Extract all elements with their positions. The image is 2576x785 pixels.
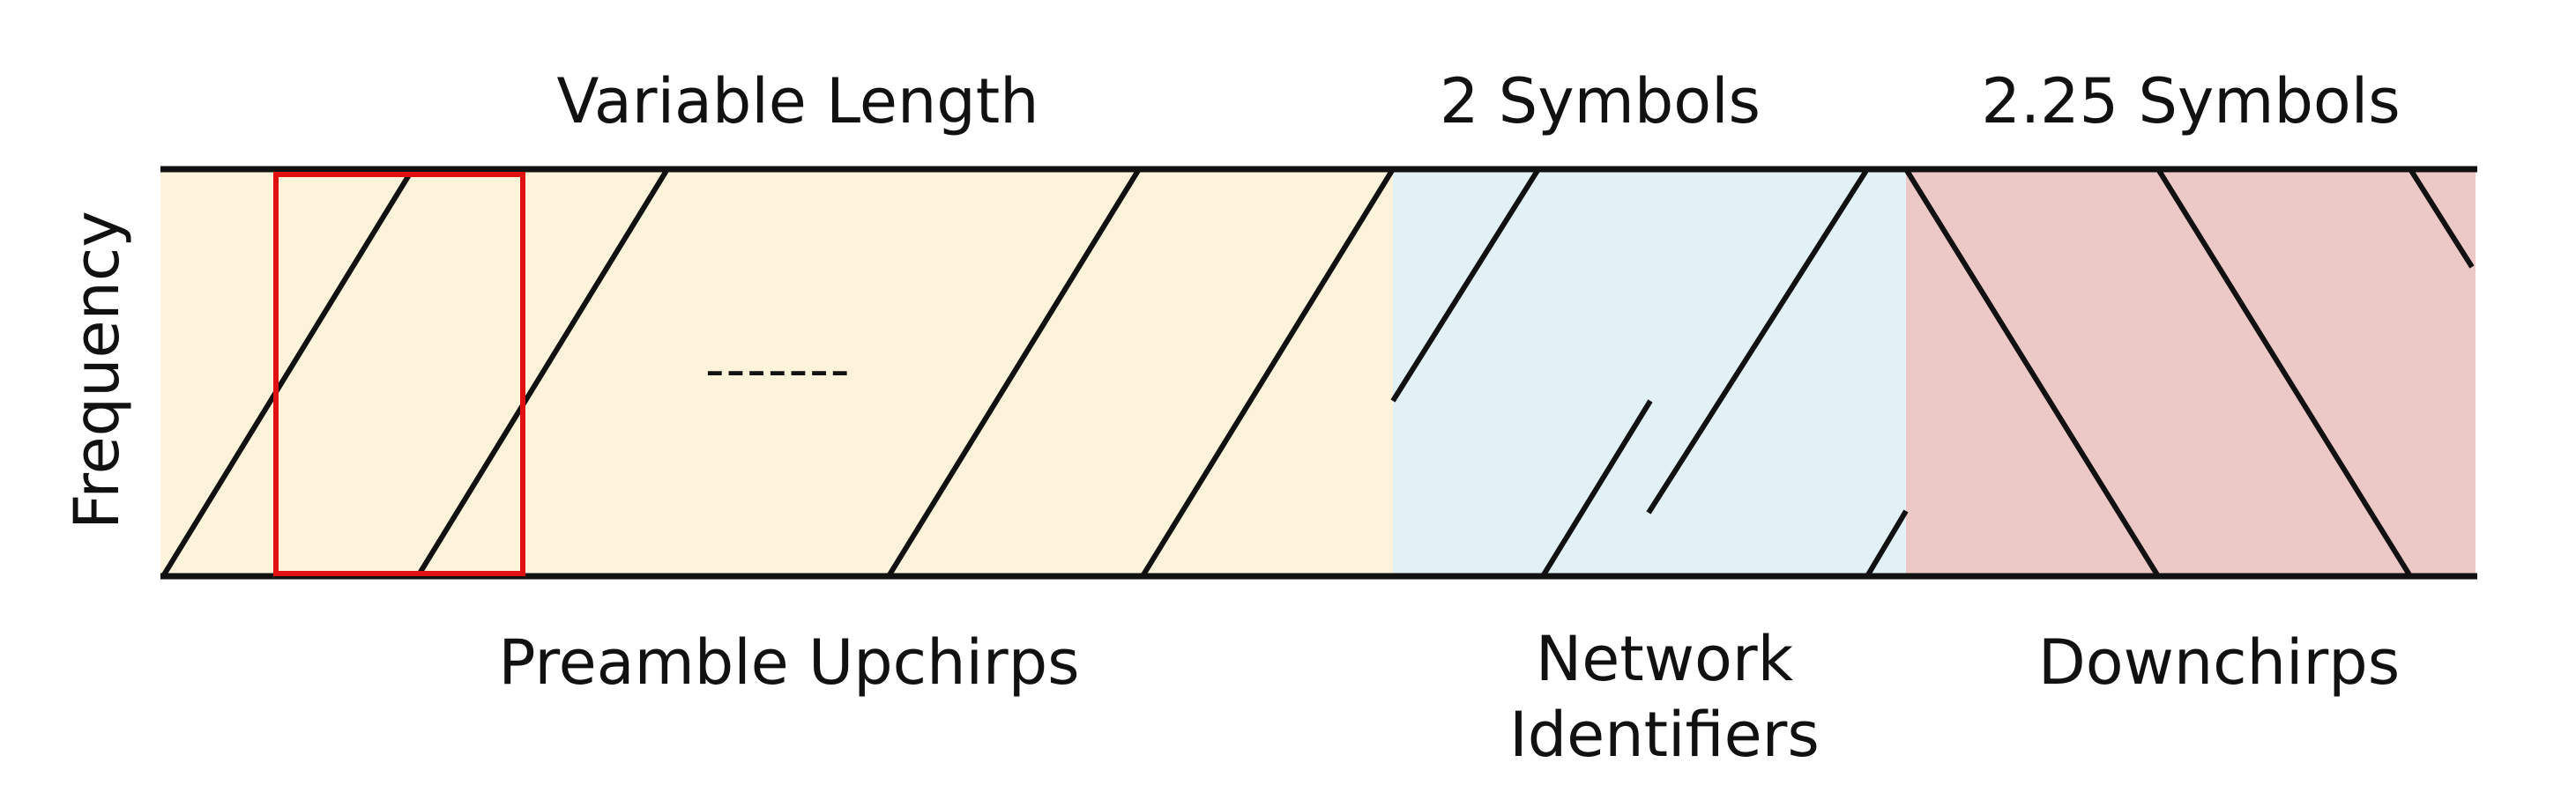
preamble-upchirps-label: Preamble Upchirps xyxy=(498,626,1080,699)
downchirp-line-3 xyxy=(2408,167,2475,269)
two-25-symbols-label: 2.25 Symbols xyxy=(1981,65,2401,137)
downchirp-segment xyxy=(1906,169,2475,576)
frequency-axis-label: Frequency xyxy=(61,211,133,530)
downchirps xyxy=(1903,167,2475,578)
preamble-ellipsis: ------- xyxy=(705,339,852,401)
upchirp-line-1 xyxy=(160,167,415,578)
preamble-upchirps xyxy=(160,167,1396,578)
network-identifier-chirps xyxy=(1390,167,1909,578)
upchirp-line-2 xyxy=(415,167,670,578)
netid-line-2 xyxy=(1540,399,1653,578)
downchirp-line-1 xyxy=(1903,167,2161,578)
symbol-highlight-box xyxy=(273,172,525,576)
two-symbols-label: 2 Symbols xyxy=(1439,65,1761,137)
netid-line-3 xyxy=(1646,167,1870,515)
downchirp-line-2 xyxy=(2155,167,2413,578)
netid-line-4 xyxy=(1865,509,1909,578)
network-identifiers-line-1: Network xyxy=(1535,623,1794,695)
upchirp-line-3 xyxy=(886,167,1142,578)
upchirp-line-4 xyxy=(1140,167,1396,578)
preamble-segment xyxy=(160,169,1393,576)
network-identifiers-label: Network Identifiers xyxy=(1509,621,1820,773)
network-identifiers-line-2: Identifiers xyxy=(1509,699,1820,771)
variable-length-label: Variable Length xyxy=(556,65,1039,137)
downchirps-label: Downchirps xyxy=(2037,626,2401,699)
netid-line-1 xyxy=(1390,167,1541,403)
